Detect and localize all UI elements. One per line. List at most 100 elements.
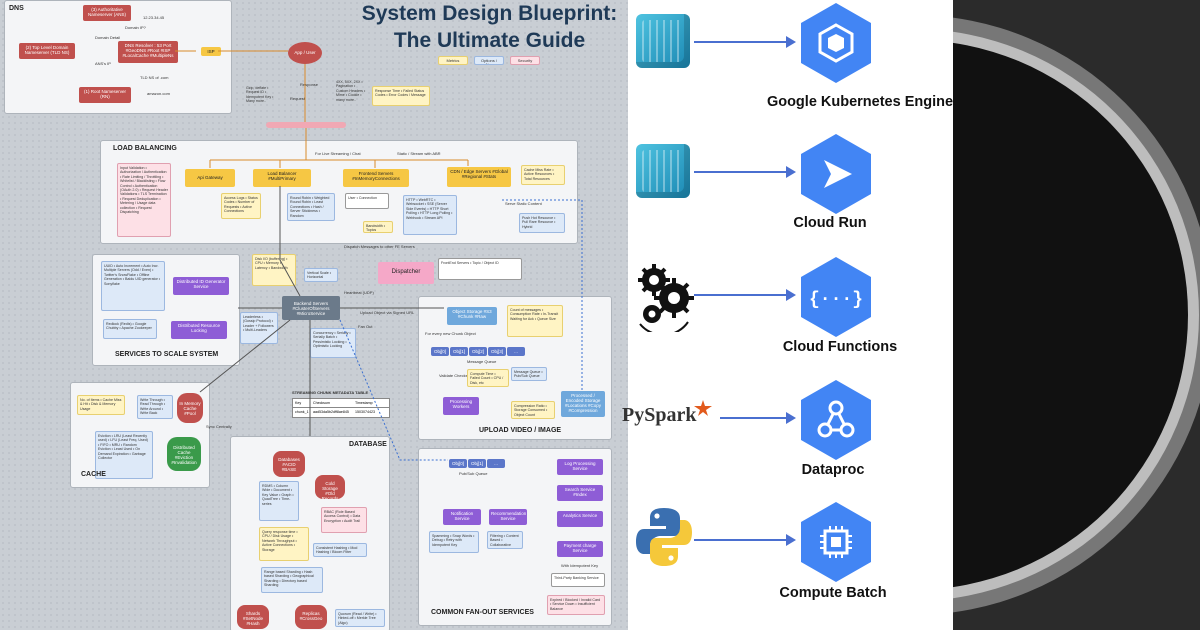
request-bar <box>266 122 346 128</box>
scale-title: SERVICES TO SCALE SYSTEM <box>115 351 219 358</box>
container-icon <box>636 144 690 198</box>
concurrency-notes: Concurrency • Serially • Serially Batch … <box>310 328 356 358</box>
frontend-topic-table: FrontEnd Servers • Topic / Object ID <box>438 258 522 280</box>
pubsub-slot-1: Obj[1] <box>468 459 486 468</box>
database-types: RDMS • Column Wide • Document • Key Valu… <box>259 481 299 521</box>
service-name-dataproc: Dataproc <box>801 462 865 478</box>
static-label: Static / Stream with ABR <box>397 151 441 156</box>
legend-security: Security <box>510 56 540 65</box>
heartbeat-label: Heartbeat (UDP) <box>344 290 374 295</box>
arrow-dataproc <box>720 412 796 424</box>
compute-engine-icon <box>801 502 871 582</box>
root-nameserver: (1) Root Nameserver (RN) <box>79 87 131 103</box>
domain-detail-label: Domain Detail <box>95 35 121 40</box>
backend-servers: Backend Servers #ClusterOfServers #Micro… <box>282 296 340 320</box>
isp-box: ISP <box>201 47 221 56</box>
cold-storage: Cold Storage #Old Records <box>315 475 345 499</box>
load-balancer: Load Balancer #MultiPrimary <box>253 169 311 187</box>
leader-notes: Leaderless • (Gossip Protocol) • Leader … <box>240 312 278 344</box>
arrow-compute-batch <box>694 534 796 546</box>
processed-storage: Processed / Encoded Storage #Locations #… <box>561 391 605 417</box>
replicas-node: Replicas #CrossGeo <box>295 605 327 629</box>
database-metrics: Query response time • CPU / Disk Usage •… <box>259 527 309 561</box>
arrow-cloud-run <box>694 166 796 178</box>
cloud-run-icon <box>801 134 871 214</box>
dns-panel: DNS (3) Authoritative Nameserver (ANS) (… <box>4 0 232 114</box>
metadata-header-timestamp: Timestamp <box>355 401 373 405</box>
databases-node: Databases #ACID #BASE <box>273 451 305 477</box>
app-user-node: App / User <box>288 42 322 64</box>
authoritative-nameserver: (3) Authoritative Nameserver (ANS) <box>83 5 131 21</box>
domain-ip-label: Domain IP? <box>125 25 146 30</box>
metadata-table: Key Checksum Timestamp chunk_1 aad53da5b… <box>292 398 390 418</box>
service-name-gke: Google Kubernetes Engine <box>766 94 954 110</box>
pubsub-slot-0: Obj[0] <box>449 459 467 468</box>
dispatch-label: Dispatch Messages to other FE Servers <box>344 244 415 249</box>
scale-notes: Vertical Scale • Horizontal <box>304 268 338 282</box>
lb-algorithms: Round Robin • Weighted Round Robin • Lea… <box>287 193 335 221</box>
cache-panel: No. of Items • Cache Miss & Hit • Disk &… <box>70 382 210 488</box>
system-design-blueprint: System Design Blueprint: The Ultimate Gu… <box>0 0 628 630</box>
upload-title: UPLOAD VIDEO / IMAGE <box>479 427 562 434</box>
blueprint-title: System Design Blueprint: The Ultimate Gu… <box>361 2 618 52</box>
quorum-notes: Quorum (Read / Write) • Hinted-off • Mer… <box>335 609 385 627</box>
fanout-title: COMMON FAN-OUT SERVICES <box>431 609 534 616</box>
message-queue-slots: Obj[0] Obj[1] Obj[2] Obj[3] ... <box>431 347 525 356</box>
mq-slot-more: ... <box>507 347 525 356</box>
api-gateway: Api Gateway <box>185 169 235 187</box>
compression-notes: Compression Ratio • Storage Consumed • O… <box>511 401 555 419</box>
metadata-header-checksum: Checksum <box>313 401 330 405</box>
request-notes: Gzip, deflate • Request ID • Idempotent … <box>246 86 274 104</box>
recommendation-service: Recommendation Service <box>489 509 527 525</box>
response-label: Response <box>300 82 319 87</box>
response-metrics: Response Time • Failed Status Codes • Er… <box>372 86 430 106</box>
notification-service: Notification Service <box>443 509 481 525</box>
distributed-locking: Distributed Resource Locking <box>171 321 227 339</box>
notification-notes: Spamming • Snap Words • Debug • Retry wi… <box>429 531 479 553</box>
metadata-cell-timestamp: 1503074423 <box>355 410 375 414</box>
eviction-notes: Eviction • LRU (Least Recently used) • L… <box>95 431 153 479</box>
cdn-edge-servers: CDN / Edge Servers #Global #Regional #St… <box>447 167 511 187</box>
queue-tech-notes: Message Queue • Pub/Sub Queue <box>511 367 547 381</box>
blueprint-connectors <box>175 50 583 461</box>
pubsub-label: Pub/Sub Queue <box>459 471 488 476</box>
database-security: RBAC (Role Based Access Control) • Data … <box>321 507 367 533</box>
validate-label: Validate Checksum <box>439 373 474 378</box>
metadata-title: STREAMING CHUNK METADATA TABLE <box>292 390 369 395</box>
third-party-banking: Third-Party Banking Service <box>551 573 605 587</box>
metadata-header-key: Key <box>295 401 302 405</box>
frontend-servers: Frontend Servers #InMemoryConnections <box>343 169 409 187</box>
response-notes: 4XX, 5XX, 2XX • Pagination • Custom Head… <box>336 80 366 102</box>
request-label: Request <box>290 96 305 101</box>
connector-processed-cdn <box>500 199 583 390</box>
spark-star-icon <box>694 400 712 416</box>
upload-label: Upload Object via Signed URL <box>360 310 415 315</box>
payment-errors: Expired / Blocked / Invalid Card • Servi… <box>547 595 605 615</box>
arrow-gke <box>694 36 796 48</box>
storage-metrics: Count of messages • Consumption Rate • I… <box>507 305 563 337</box>
security-notes: Input Validation • Authorization / Authe… <box>117 163 171 237</box>
protocol-notes: HTTP • WebRTC • Websocket • SSE (Server … <box>403 195 457 235</box>
database-title: DATABASE <box>349 441 387 448</box>
user-connection-table: User • Connection <box>345 193 389 209</box>
fanout-panel: Obj[0] Obj[1] ... Pub/Sub Queue Notifica… <box>418 448 612 626</box>
connector-lb-backend <box>279 186 301 297</box>
lb-metrics: Access Logs • Status Codes • Number of R… <box>221 193 261 219</box>
service-name-cloud-run: Cloud Run <box>793 215 867 231</box>
dns-title: DNS <box>9 5 24 12</box>
cache-metrics: No. of Items • Cache Miss & Hit • Disk &… <box>77 395 125 415</box>
search-service: Search Service #Index <box>557 485 603 501</box>
scale-services-panel: UUID • Auto Increment • Auto Incr. Multi… <box>92 254 240 366</box>
dns-ip-label: 12.23.34.45 <box>143 15 165 20</box>
shards-node: Shards #SetNode #Hash <box>237 605 269 629</box>
legend-options: Options / Algo <box>474 56 504 65</box>
metadata-cell-key: chunk_1 <box>295 410 309 414</box>
load-balancing-panel: LOAD BALANCING For Live Streaming / Chat… <box>100 140 578 244</box>
tld-ns-label: TLD NS of .com <box>140 75 169 80</box>
ans-ip-label: ANS's IP <box>95 61 111 66</box>
connector-request-lb <box>210 128 468 161</box>
lb-title: LOAD BALANCING <box>113 145 177 152</box>
mq-slot-2: Obj[2] <box>469 347 487 356</box>
object-storage: Object Storage #S3 #Chunk #Raw <box>447 307 497 325</box>
metadata-cell-checksum: aad53da5b2dff8ae845 <box>313 410 349 414</box>
